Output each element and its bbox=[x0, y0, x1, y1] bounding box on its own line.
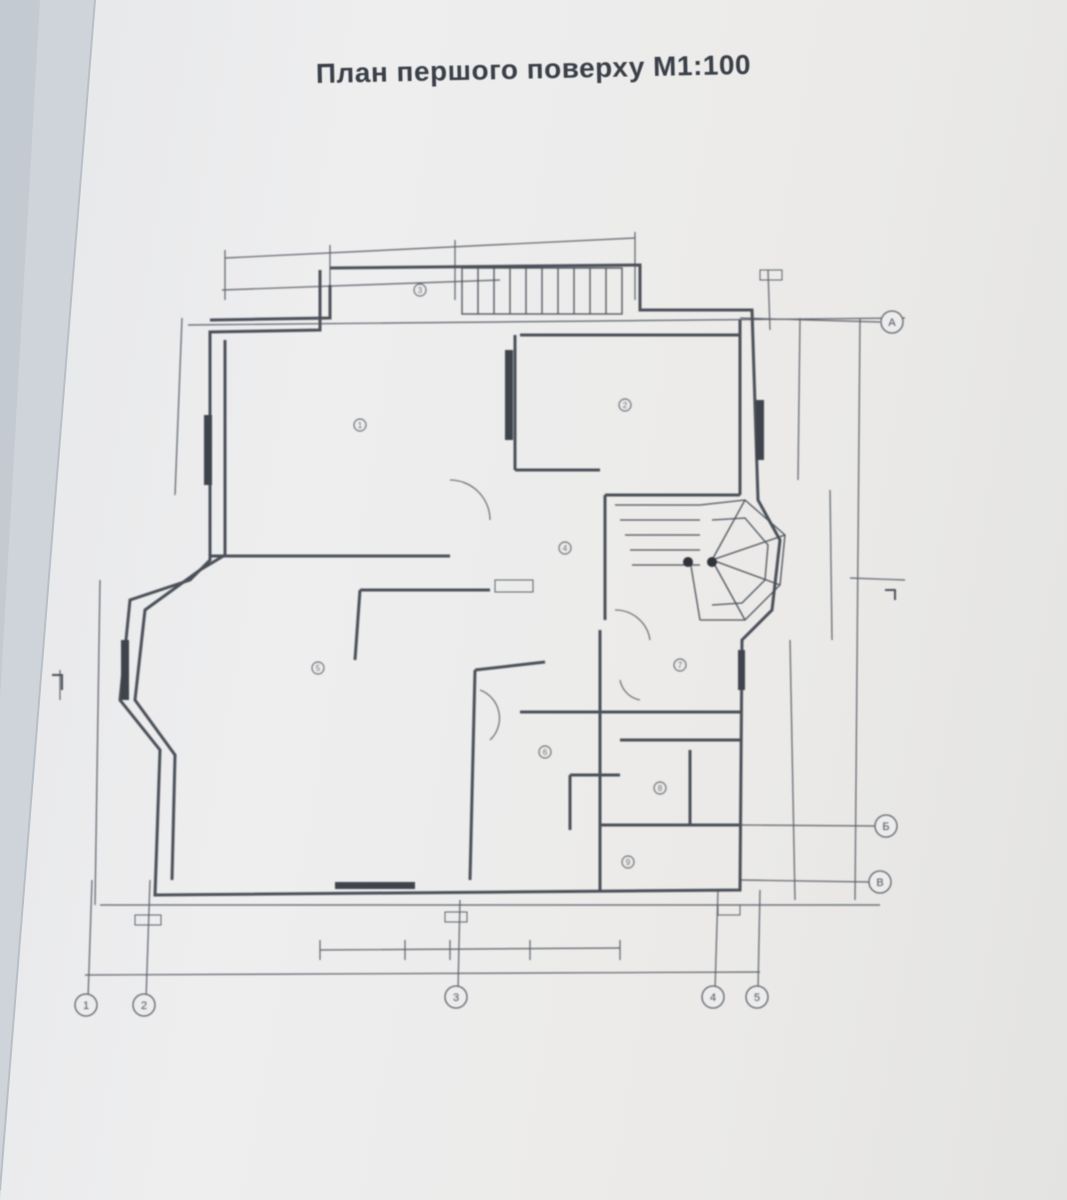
axis-label: 5 bbox=[754, 992, 760, 1004]
axis-label: 2 bbox=[141, 1000, 147, 1012]
room-label: 2 bbox=[623, 401, 628, 410]
axis-label: Б bbox=[882, 821, 889, 833]
section-marks bbox=[52, 589, 896, 690]
stair-post-1 bbox=[683, 557, 693, 567]
stair-post-2 bbox=[707, 557, 717, 567]
axis-labels: 1 2 3 4 5 А Б В bbox=[83, 317, 896, 1012]
dimension-lines bbox=[59, 232, 906, 1001]
room-label: 9 bbox=[626, 858, 631, 867]
axis-label: 4 bbox=[710, 992, 716, 1004]
doors bbox=[449, 479, 651, 741]
stairs-top bbox=[461, 267, 623, 315]
windows bbox=[121, 350, 764, 889]
room-label: 7 bbox=[678, 661, 683, 670]
axis-label: 1 bbox=[83, 1000, 89, 1012]
room-label: 3 bbox=[418, 286, 423, 295]
room-label: 8 bbox=[658, 784, 663, 793]
room-label: 1 bbox=[358, 421, 363, 430]
level-marks bbox=[134, 269, 783, 926]
axis-label: А bbox=[888, 317, 896, 329]
axis-label: 3 bbox=[453, 992, 459, 1004]
walls bbox=[118, 263, 782, 897]
room-label: 5 bbox=[316, 664, 321, 673]
stairs-spiral bbox=[615, 499, 786, 621]
room-markers bbox=[311, 283, 687, 869]
axis-bubbles bbox=[74, 310, 904, 1017]
axis-label: В bbox=[876, 877, 883, 889]
room-label: 6 bbox=[543, 748, 548, 757]
room-label: 4 bbox=[563, 544, 568, 553]
room-labels: 1 2 3 4 5 6 7 8 9 bbox=[316, 286, 683, 867]
